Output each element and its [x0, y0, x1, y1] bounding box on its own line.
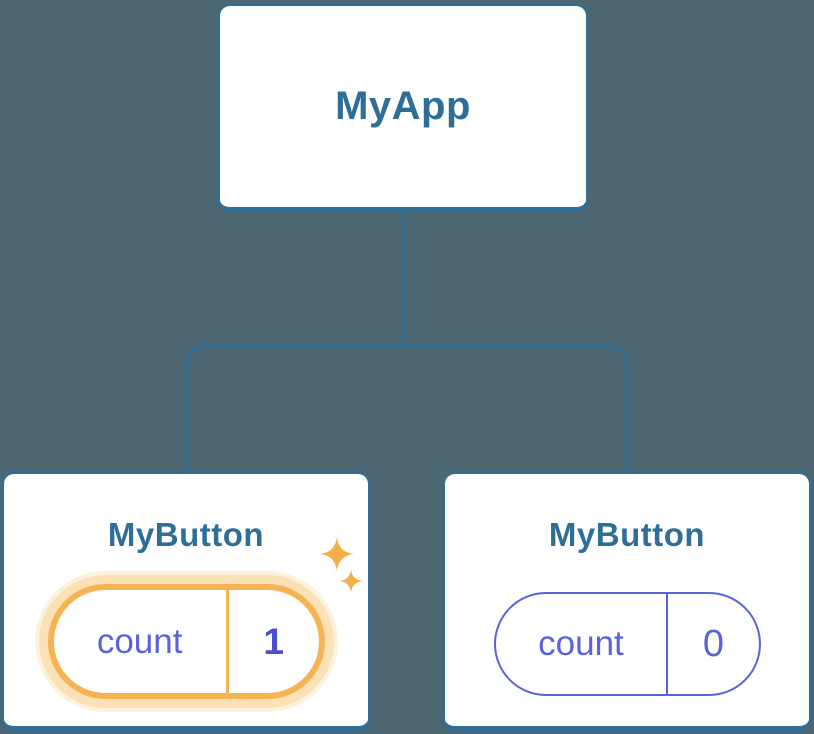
state-pill-wrapper-right: count 0 — [493, 554, 761, 696]
state-key-label: count — [96, 621, 183, 661]
node-card-mybutton-left: MyButton count 1 — [2, 472, 370, 731]
state-pill-divider — [225, 590, 229, 693]
node-label-mybutton-left: MyButton — [107, 516, 265, 553]
children-bracket-line — [185, 343, 629, 472]
node-card-mybutton-right: MyButton count 0 — [443, 472, 811, 731]
sparkles-icon — [319, 537, 363, 593]
state-pill-normal: count 0 — [493, 592, 761, 696]
state-key-label: count — [538, 624, 624, 663]
node-card-myapp: MyApp — [218, 4, 588, 212]
node-label-myapp: MyApp — [335, 84, 471, 128]
state-value: 1 — [263, 620, 284, 662]
state-value: 0 — [702, 622, 725, 665]
state-pill-divider — [666, 594, 669, 694]
state-pill-wrapper-left: count 1 — [47, 537, 363, 699]
node-label-mybutton-right: MyButton — [548, 516, 706, 553]
state-pill-highlighted: count 1 — [47, 584, 325, 699]
